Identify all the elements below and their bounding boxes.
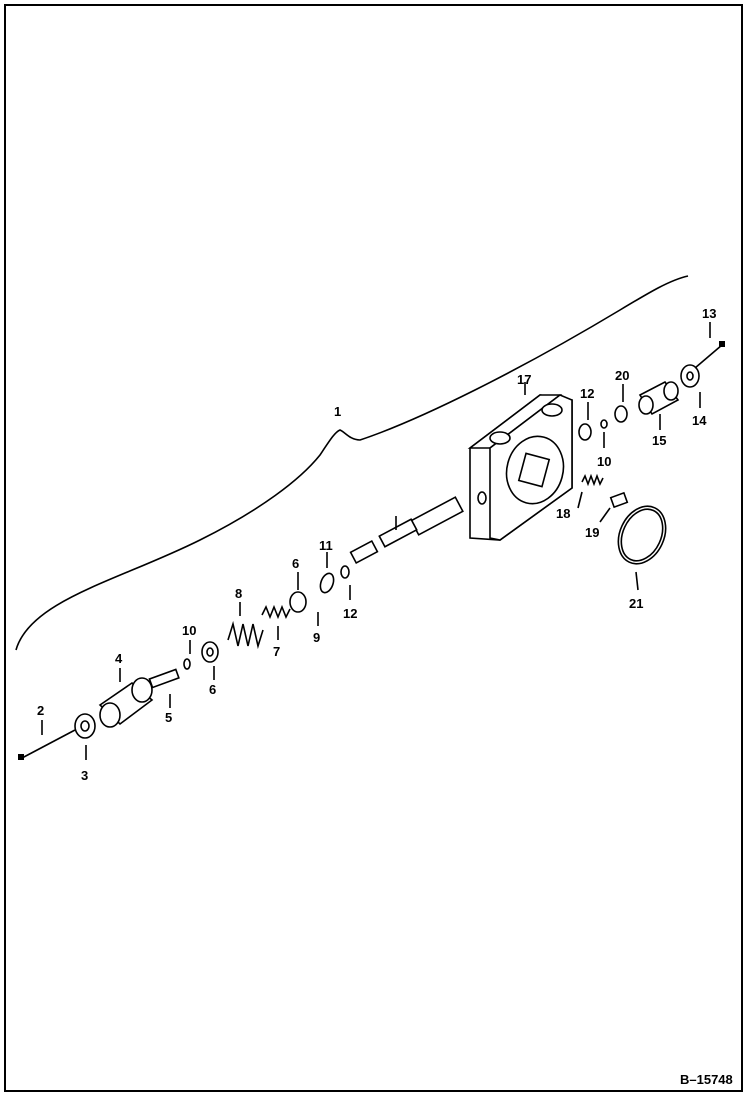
- callout-9: 9: [313, 630, 320, 645]
- part-7-spring: [261, 604, 291, 620]
- part-12-ring-right: [578, 423, 592, 441]
- part-4-cap: [98, 677, 154, 728]
- callout-15: 15: [652, 433, 666, 448]
- part-19-plug: [609, 491, 629, 509]
- part-14-flange: [680, 364, 700, 388]
- callout-3: 3: [81, 768, 88, 783]
- callout-19: 19: [585, 525, 599, 540]
- callout-14: 14: [692, 413, 707, 428]
- part-13-bolt: [694, 341, 725, 369]
- callout-labels: 1 2 3 4 5 6 6 7 8 9 10 10 11 12 12 13 14…: [37, 306, 716, 783]
- part-6-seat-lower: [201, 641, 219, 663]
- leader-lines: [41, 322, 711, 760]
- callout-1: 1: [334, 404, 341, 419]
- callout-18: 18: [556, 506, 570, 521]
- callout-7: 7: [273, 644, 280, 659]
- part-6-spring-seat: [289, 591, 307, 613]
- callout-10-left: 10: [182, 623, 196, 638]
- assembly-brace: [15, 275, 689, 651]
- callout-17: 17: [517, 372, 531, 387]
- callout-12-left: 12: [343, 606, 357, 621]
- part-10-oring: [183, 658, 191, 670]
- drawing-border: [4, 4, 743, 1092]
- part-5-bolt: [148, 668, 180, 689]
- callout-6-upper: 6: [292, 556, 299, 571]
- part-8-spring: [227, 620, 264, 650]
- part-2-bolt: [18, 729, 76, 760]
- part-11-washer: [319, 572, 335, 594]
- part-12-ring: [340, 565, 350, 579]
- spool: [349, 496, 464, 565]
- part-20-plug: [614, 405, 628, 423]
- callout-12-right: 12: [580, 386, 594, 401]
- part-15-cap: [638, 380, 680, 416]
- part-18-spring: [581, 473, 604, 487]
- callout-20: 20: [615, 368, 629, 383]
- callout-11: 11: [319, 538, 333, 553]
- callout-21: 21: [629, 596, 643, 611]
- part-3-flange: [74, 713, 96, 739]
- callout-2: 2: [37, 703, 44, 718]
- callout-4: 4: [115, 651, 123, 666]
- callout-6-lower: 6: [209, 682, 216, 697]
- callout-5: 5: [165, 710, 172, 725]
- drawing-id-label: B–15748: [680, 1072, 733, 1087]
- callout-13: 13: [702, 306, 716, 321]
- part-21-oring: [617, 505, 667, 565]
- part-10-oring-right: [600, 419, 608, 429]
- valve-body: [467, 394, 573, 541]
- callout-8: 8: [235, 586, 242, 601]
- callout-10-right: 10: [597, 454, 611, 469]
